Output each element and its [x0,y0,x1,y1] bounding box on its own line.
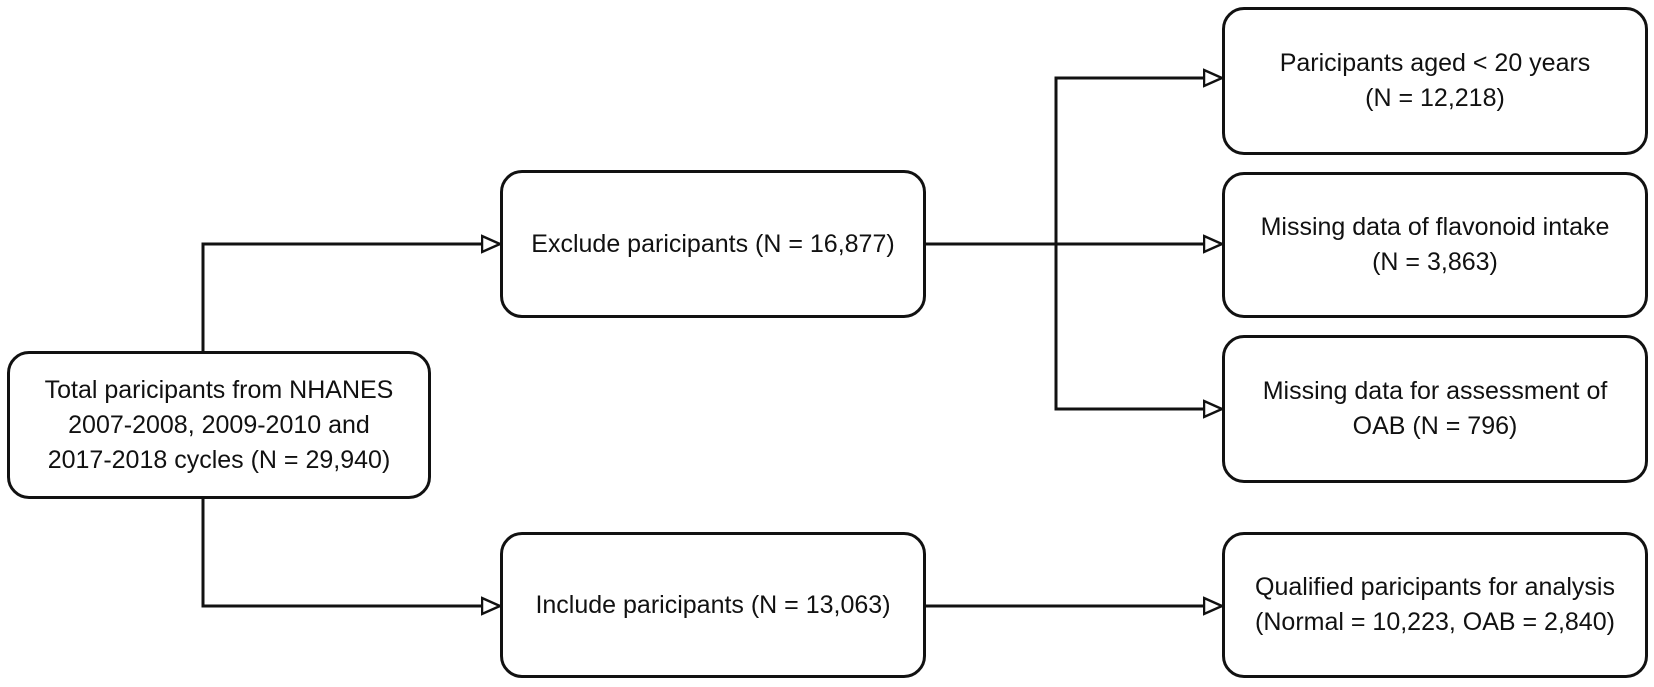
age-exclusion-box: Paricipants aged < 20 years (N = 12,218) [1222,7,1648,155]
edge-total-to-exclude [201,244,500,351]
flavonoid-exclusion-box: Missing data of flavonoid intake (N = 3,… [1222,172,1648,318]
edge-total-to-include [201,499,500,606]
flavonoid-line-2: (N = 3,863) [1372,248,1498,276]
total-line-3: 2017-2018 cycles (N = 29,940) [47,445,391,474]
edge-exclude-to-oab [1054,244,1222,409]
flavonoid-line-1: Missing data of flavonoid intake [1260,213,1610,241]
exclude-line-1: Exclude paricipants (N = 16,877) [531,229,895,258]
edge-exclude-to-age [1054,78,1222,244]
oab-line-1: Missing data for assessment of [1262,377,1608,405]
qualified-participants-box: Qualified paricipants for analysis (Norm… [1222,532,1648,678]
exclude-participants-box: Exclude paricipants (N = 16,877) [500,170,926,318]
age-line-1: Paricipants aged < 20 years [1279,49,1591,77]
include-line-1: Include paricipants (N = 13,063) [535,590,891,619]
include-participants-box: Include paricipants (N = 13,063) [500,532,926,678]
total-line-1: Total paricipants from NHANES [44,375,394,404]
total-participants-box: Total paricipants from NHANES 2007-2008,… [7,351,431,499]
age-line-2: (N = 12,218) [1365,84,1505,112]
oab-exclusion-box: Missing data for assessment of OAB (N = … [1222,335,1648,483]
oab-line-2: OAB (N = 796) [1352,412,1518,440]
total-line-2: 2007-2008, 2009-2010 and [68,410,370,439]
qualified-line-2: (Normal = 10,223, OAB = 2,840) [1255,608,1615,636]
qualified-line-1: Qualified paricipants for analysis [1255,573,1615,601]
